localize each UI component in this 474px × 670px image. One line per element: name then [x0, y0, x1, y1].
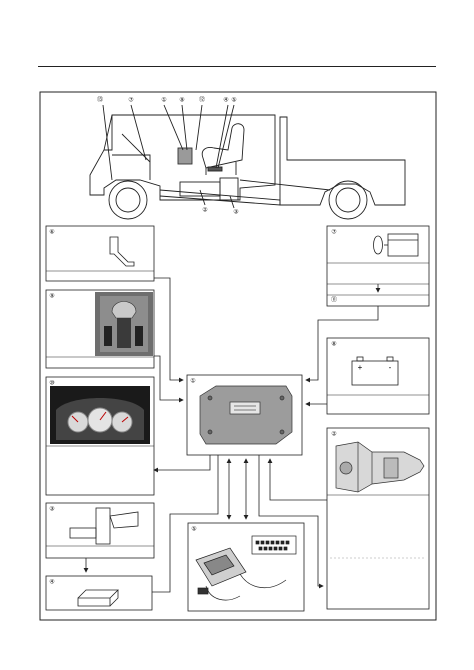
outer-frame	[39, 91, 437, 621]
tcm-icon	[199, 385, 293, 445]
box-4-number: ④	[49, 579, 54, 586]
box-diagnostic-tool: ⑤	[187, 522, 305, 612]
callout-1: ①	[161, 97, 166, 104]
box-5-number: ⑤	[191, 526, 196, 533]
diagnostic-tool-icon	[195, 535, 297, 601]
callout-7: ⑦	[128, 97, 134, 104]
box-10-number: ⑩	[49, 380, 54, 387]
truck-callouts: ⑬ ⑦ ① ⑨ ⑫ ④ ⑤ ② ③	[97, 96, 239, 216]
box-battery: ⑧ + -	[326, 337, 430, 415]
transmission-icon	[335, 441, 425, 493]
box-8-number: ⑧	[331, 341, 336, 348]
battery-icon	[351, 356, 399, 386]
engine-icon	[373, 233, 419, 257]
control-unit-icon	[77, 589, 119, 607]
callout-4: ④	[223, 97, 228, 104]
instrument-cluster-icon	[50, 386, 150, 444]
callout-12: ⑫	[199, 96, 205, 104]
box-9-number: ⑨	[49, 293, 54, 300]
box-3-number: ③	[49, 506, 54, 513]
box-sensor: ③	[45, 502, 155, 559]
accelerator-pedal-icon	[109, 236, 135, 267]
callout-3: ③	[233, 209, 238, 216]
sensor-icon	[69, 507, 139, 545]
callout-9: ⑨	[179, 97, 184, 104]
box-shift-lever: ⑨	[45, 289, 155, 369]
tcm-location	[177, 147, 193, 165]
box-7-number: ⑦	[331, 229, 337, 236]
battery-minus: -	[389, 363, 392, 372]
box-accelerator-pedal: ⑥	[45, 225, 155, 282]
box-control-unit: ④	[45, 575, 153, 611]
shift-lever-icon	[95, 292, 153, 356]
box-tcm: ①	[186, 374, 303, 456]
callout-2: ②	[202, 207, 208, 214]
header-rule	[38, 66, 436, 67]
box-11-number: ⑪	[331, 296, 337, 304]
callout-13: ⑬	[97, 96, 103, 104]
truck-outline	[89, 104, 406, 220]
battery-plus: +	[358, 363, 363, 372]
box-instrument-cluster: ⑩	[45, 376, 155, 496]
box-1-number: ①	[190, 378, 195, 385]
connector-lines	[83, 277, 381, 593]
callout-5: ⑤	[231, 97, 236, 104]
box-engine: ⑦ ⑪	[326, 225, 430, 307]
box-6-number: ⑥	[49, 229, 54, 236]
box-2-number: ②	[331, 431, 337, 438]
box-transmission: ②	[326, 427, 430, 610]
